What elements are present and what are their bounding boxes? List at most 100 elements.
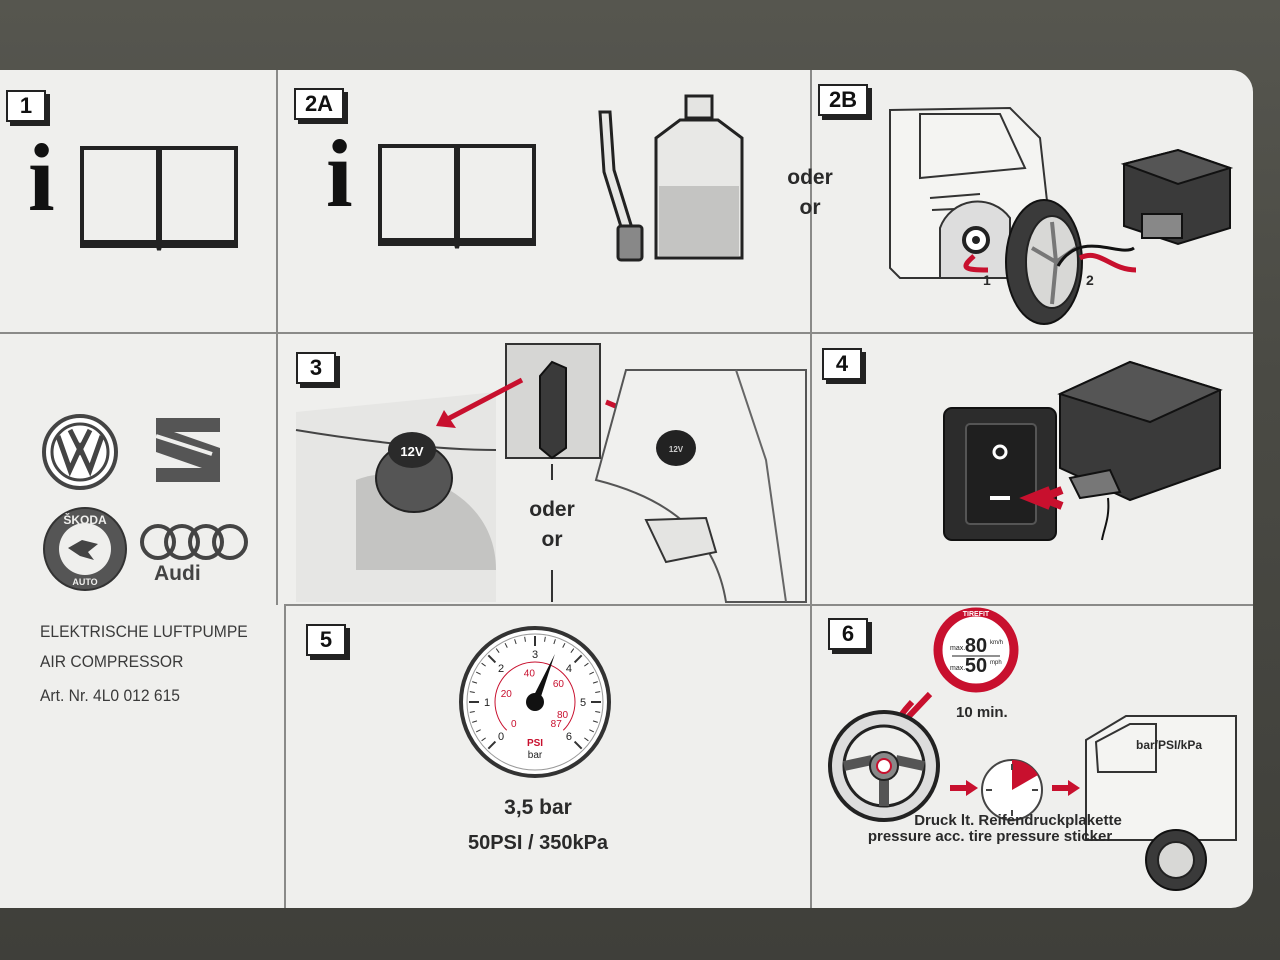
instruction-card: 1 i 2A i oder or 2B <box>0 70 1253 908</box>
gauge-tick <box>544 636 546 642</box>
power-socket-illustration: 12V 12V <box>295 343 807 603</box>
socket2-12v-label: 12V <box>669 445 684 454</box>
gauge-psi-tick-label: 20 <box>501 689 513 700</box>
separator-de: oder <box>787 166 833 189</box>
gauge-psi-tick-label: 40 <box>524 669 536 680</box>
target-pressure-psi-kpa: 50PSI / 350kPa <box>467 832 609 854</box>
drive-and-check-illustration <box>828 691 1237 891</box>
sticker-speed-mph: 50 <box>965 655 987 677</box>
gauge-bar-tick-label: 5 <box>580 697 586 709</box>
socket-12v-label: 12V <box>400 444 423 459</box>
gauge-tick <box>589 729 595 733</box>
gauge-psi-tick-label: 0 <box>511 719 517 730</box>
manual-book-icon <box>378 144 536 249</box>
timer-label: 10 min. <box>956 704 1008 721</box>
gauge-tick <box>472 681 478 684</box>
gauge-tick <box>584 737 589 742</box>
info-icon: i <box>326 120 353 227</box>
gauge-tick <box>475 729 481 733</box>
sealant-bottle-icon <box>654 94 744 260</box>
gauge-psi-tick-label: 80 <box>557 710 569 721</box>
gauge-tick <box>487 740 497 750</box>
caption-de: Druck lt. Reifendruckplakette <box>914 812 1122 829</box>
gauge-psi-tick-label: 60 <box>553 679 565 690</box>
gauge-tick <box>469 711 475 713</box>
skoda-logo-text: ŠKODA <box>63 512 107 527</box>
gauge-tick <box>514 639 517 645</box>
speed-limit-sticker: TIREFIT max. 80 km/h max. 50 mph <box>933 607 1019 693</box>
manual-book-icon <box>80 146 238 251</box>
gauge-needle <box>531 653 555 704</box>
divider <box>0 332 1253 334</box>
gauge-tick <box>584 662 589 667</box>
audi-rings-logo <box>140 524 248 560</box>
step-2b-callout-1: 1 <box>983 272 991 288</box>
compressor-switch-illustration <box>943 360 1223 541</box>
units-label: bar/PSI/kPa <box>1136 738 1203 752</box>
gauge-tick <box>469 691 475 693</box>
step-3-label: 3 <box>296 352 336 384</box>
sticker-speed-kmh: 80 <box>965 635 987 657</box>
gauge-bar-tick-label: 0 <box>498 731 504 743</box>
gauge-tick <box>589 671 595 675</box>
gauge-tick <box>553 639 556 645</box>
gauge-bar-tick-label: 4 <box>566 663 572 675</box>
sticker-unit-mph: mph <box>990 660 1002 666</box>
product-name-en: AIR COMPRESSOR <box>40 652 184 671</box>
gauge-tick <box>573 740 583 750</box>
gauge-tick <box>592 681 598 684</box>
gauge-tick <box>481 737 486 742</box>
article-number: Art. Nr. 4L0 012 615 <box>40 686 180 705</box>
step-2b-label: 2B <box>818 84 868 116</box>
skoda-logo-subtext: AUTO <box>72 577 97 587</box>
gauge-bar-tick-label: 1 <box>484 697 490 709</box>
gauge-hub <box>526 693 544 711</box>
separator-en: or <box>541 528 563 551</box>
gauge-bar-unit: bar <box>528 750 543 761</box>
step-2a-label: 2A <box>294 88 344 120</box>
vw-logo <box>42 414 118 490</box>
sticker-unit-kmh: km/h <box>990 640 1003 646</box>
step-4-label: 4 <box>822 348 862 380</box>
sealant-hose-icon <box>598 110 644 262</box>
gauge-tick <box>570 648 575 653</box>
gauge-tick <box>562 642 566 648</box>
gauge-bar-tick-label: 6 <box>566 731 572 743</box>
gauge-tick <box>595 711 601 713</box>
skoda-logo: ŠKODA AUTO <box>43 507 127 591</box>
divider <box>284 605 286 908</box>
gauge-tick <box>595 691 601 693</box>
sticker-max-label: max. <box>950 645 965 652</box>
gauge-tick <box>481 662 486 667</box>
gauge-tick <box>487 654 497 664</box>
separator-en: or <box>799 196 821 219</box>
gauge-tick <box>524 636 526 642</box>
gauge-tick <box>472 720 478 723</box>
divider <box>284 604 1253 606</box>
car-rear-compressor-illustration <box>889 106 1234 325</box>
divider <box>276 70 278 605</box>
gauge-tick <box>573 654 583 664</box>
gauge-tick <box>592 720 598 723</box>
gauge-psi-arc <box>494 661 576 731</box>
gauge-psi-tick-label: 87 <box>551 719 563 730</box>
step-5-label: 5 <box>306 624 346 656</box>
step-1-label: 1 <box>6 90 46 122</box>
gauge-tick <box>495 648 500 653</box>
product-name-de: ELEKTRISCHE LUFTPUMPE <box>40 622 248 641</box>
seat-logo <box>155 418 220 482</box>
sticker-brand: TIREFIT <box>963 611 990 618</box>
audi-wordmark: Audi <box>154 562 201 585</box>
step-6-label: 6 <box>828 618 868 650</box>
gauge-psi-unit: PSI <box>527 738 543 749</box>
step-2b-callout-2: 2 <box>1086 272 1094 288</box>
gauge-bar-tick-label: 2 <box>498 663 504 675</box>
divider <box>810 70 812 908</box>
sticker-max-label: max. <box>950 665 965 672</box>
target-pressure-bar: 3,5 bar <box>504 796 572 819</box>
gauge-bar-tick-label: 3 <box>532 649 538 661</box>
gauge-tick <box>475 671 481 675</box>
separator-de: oder <box>529 498 575 521</box>
gauge-tick <box>504 642 508 648</box>
